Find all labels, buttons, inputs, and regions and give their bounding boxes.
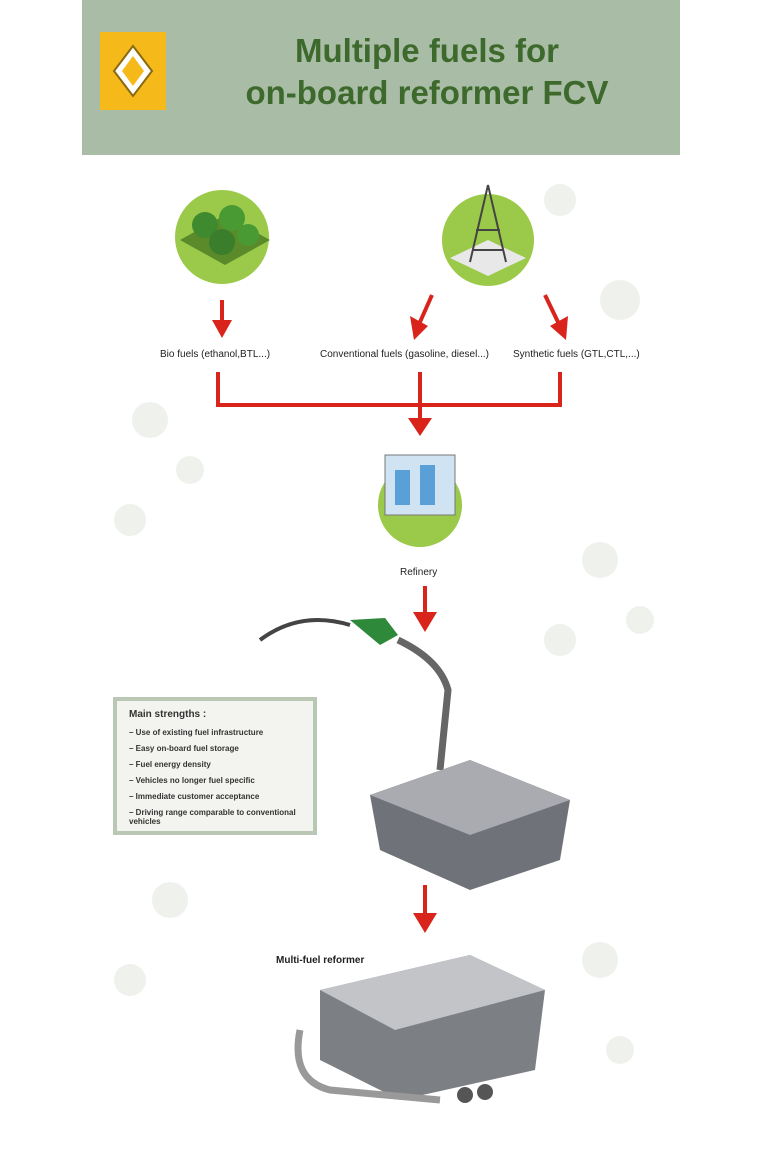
strength-item: – Immediate customer acceptance xyxy=(129,792,260,801)
oil-derrick-icon xyxy=(442,184,534,286)
multi-fuel-reformer-icon xyxy=(294,955,545,1104)
synthetic-fuels-label: Synthetic fuels (GTL,CTL,...) xyxy=(513,349,640,360)
main-strengths-box: Main strengths : – Use of existing fuel … xyxy=(113,697,317,835)
strengths-title: Main strengths : xyxy=(129,709,207,720)
strength-item: – Fuel energy density xyxy=(129,760,211,769)
strength-item: – Use of existing fuel infrastructure xyxy=(129,728,264,737)
flow-arrows xyxy=(212,294,568,933)
refinery-icon xyxy=(378,454,462,547)
trees-icon xyxy=(175,190,270,284)
fuel-tank-icon xyxy=(370,760,570,890)
renault-logo xyxy=(100,32,166,110)
reformer-label: Multi-fuel reformer xyxy=(276,955,365,966)
conventional-fuels-label: Conventional fuels (gasoline, diesel...) xyxy=(320,349,489,360)
fuel-nozzle-icon xyxy=(258,618,452,771)
strength-item: – Driving range comparable to convention… xyxy=(129,808,296,826)
strength-item: – Easy on-board fuel storage xyxy=(129,744,239,753)
bio-fuels-label: Bio fuels (ethanol,BTL...) xyxy=(160,349,271,360)
refinery-label: Refinery xyxy=(400,567,438,578)
strength-item: – Vehicles no longer fuel specific xyxy=(129,776,255,785)
